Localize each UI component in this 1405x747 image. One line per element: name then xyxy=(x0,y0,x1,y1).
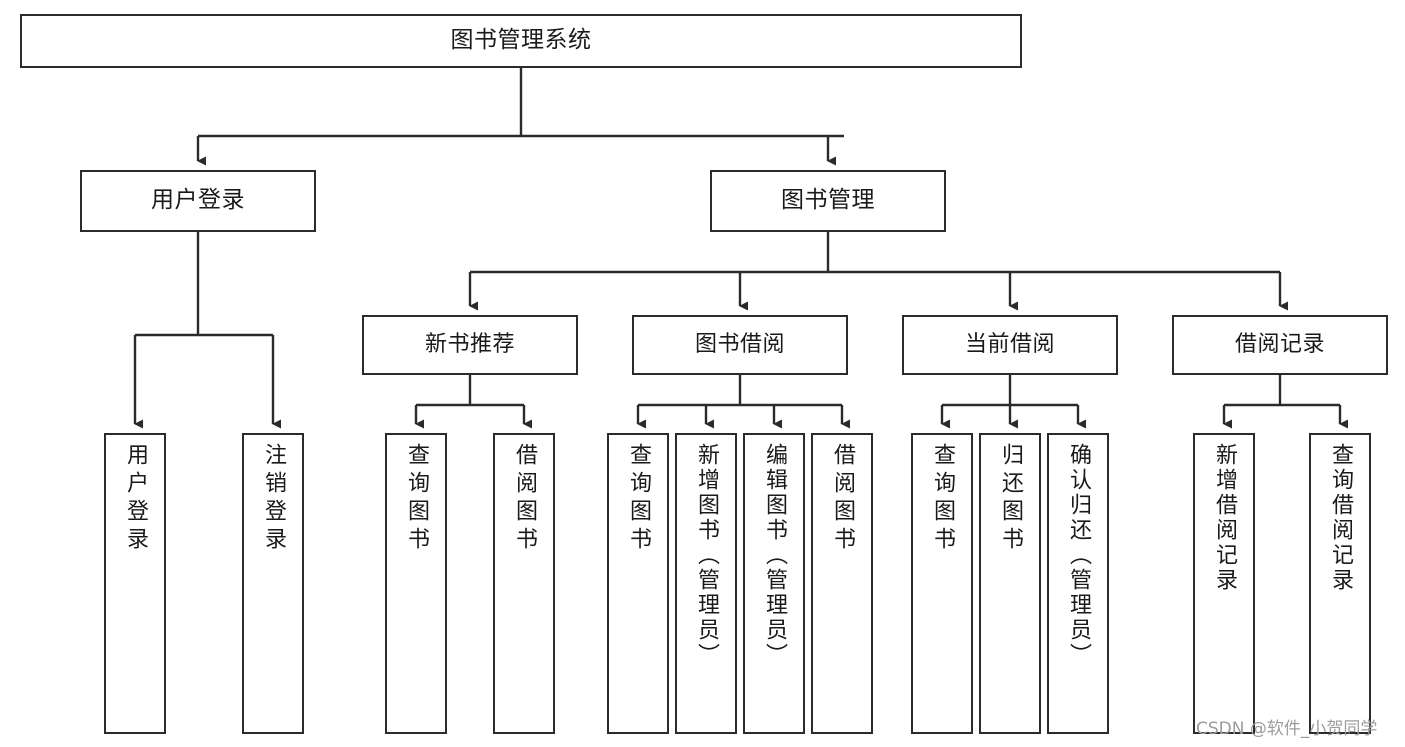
leaf-borrow-book-recommend[interactable]: 借阅图书 xyxy=(493,433,555,734)
node-label: 确认归还（管理员） xyxy=(1066,443,1091,668)
leaf-query-book-recommend[interactable]: 查询图书 xyxy=(385,433,447,734)
node-new-book-recommend[interactable]: 新书推荐 xyxy=(362,315,578,375)
leaf-query-book-current[interactable]: 查询图书 xyxy=(911,433,973,734)
leaf-edit-book-admin[interactable]: 编辑图书（管理员） xyxy=(743,433,805,734)
node-label: 图书借阅 xyxy=(694,331,785,357)
node-label: 新增图书（管理员） xyxy=(694,443,719,668)
node-label: 归还图书 xyxy=(998,443,1023,555)
leaf-add-borrow-record[interactable]: 新增借阅记录 xyxy=(1193,433,1255,734)
node-label: 借阅图书 xyxy=(830,443,855,555)
node-label: 查询图书 xyxy=(930,443,955,555)
node-label: 新书推荐 xyxy=(424,331,515,357)
watermark-text: CSDN @软件_小贺同学 xyxy=(1196,719,1378,739)
leaf-return-book[interactable]: 归还图书 xyxy=(979,433,1041,734)
leaf-query-borrow-record[interactable]: 查询借阅记录 xyxy=(1309,433,1371,734)
node-label: 当前借阅 xyxy=(964,331,1055,357)
leaf-user-login[interactable]: 用户登录 xyxy=(104,433,166,734)
leaf-confirm-return-admin[interactable]: 确认归还（管理员） xyxy=(1047,433,1109,734)
node-root-system[interactable]: 图书管理系统 xyxy=(20,14,1022,68)
leaf-borrow-book[interactable]: 借阅图书 xyxy=(811,433,873,734)
leaf-add-book-admin[interactable]: 新增图书（管理员） xyxy=(675,433,737,734)
node-label: 借阅记录 xyxy=(1234,331,1325,357)
node-label: 新增借阅记录 xyxy=(1212,443,1237,593)
node-label: 查询借阅记录 xyxy=(1328,443,1353,593)
node-book-borrow[interactable]: 图书借阅 xyxy=(632,315,848,375)
node-borrow-record[interactable]: 借阅记录 xyxy=(1172,315,1388,375)
node-label: 编辑图书（管理员） xyxy=(762,443,787,668)
node-label: 图书管理系统 xyxy=(450,27,592,54)
node-label: 查询图书 xyxy=(626,443,651,555)
node-label: 查询图书 xyxy=(404,443,429,555)
node-book-management[interactable]: 图书管理 xyxy=(710,170,946,232)
node-label: 图书管理 xyxy=(781,187,875,214)
leaf-logout[interactable]: 注销登录 xyxy=(242,433,304,734)
node-user-login[interactable]: 用户登录 xyxy=(80,170,316,232)
node-label: 用户登录 xyxy=(151,187,245,214)
node-current-borrow[interactable]: 当前借阅 xyxy=(902,315,1118,375)
node-label: 借阅图书 xyxy=(512,443,537,555)
node-label: 用户登录 xyxy=(123,443,148,555)
leaf-query-book-borrow[interactable]: 查询图书 xyxy=(607,433,669,734)
node-label: 注销登录 xyxy=(261,443,286,555)
